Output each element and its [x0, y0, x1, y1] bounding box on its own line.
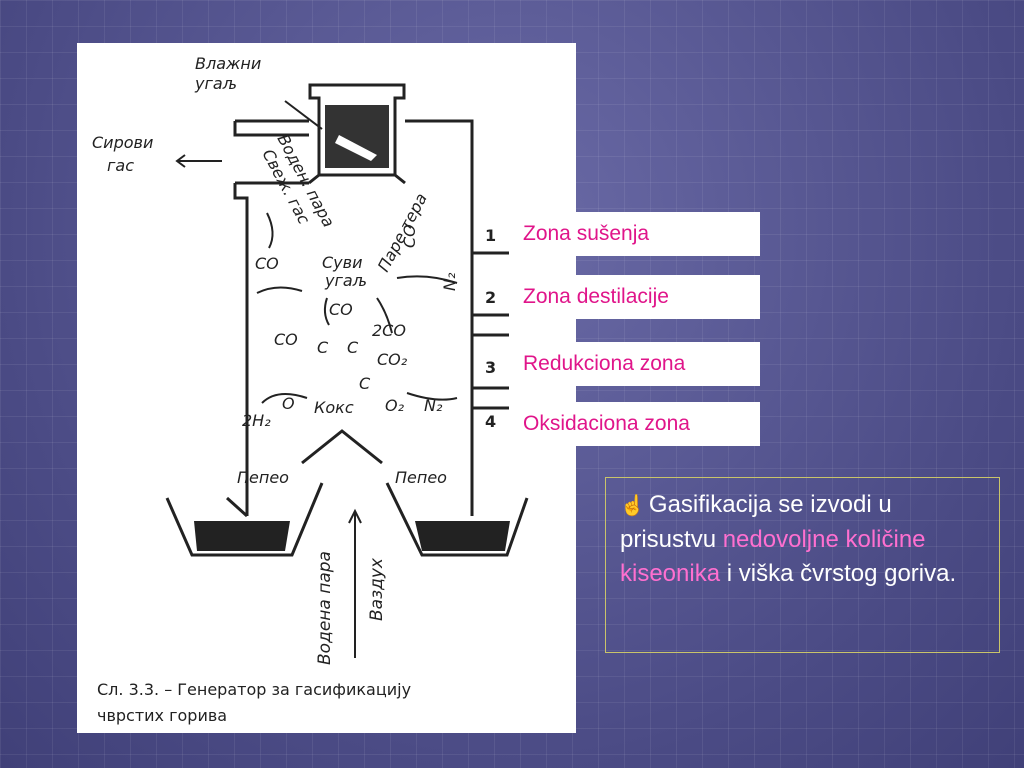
zone-label-distillation: Zona destilacije — [515, 275, 760, 319]
label-pepeo-2: Пепео — [395, 468, 447, 487]
label-vlazni: Влажни — [195, 54, 261, 73]
label-o2: O₂ — [385, 396, 405, 415]
label-o: O — [282, 394, 295, 413]
note-text-highlight: nedovoljne količine kiseonika — [620, 526, 926, 587]
label-koks: Кокс — [314, 398, 354, 417]
label-co2-gas: CO₂ — [377, 350, 408, 369]
zone-label-reduction: Redukciona zona — [515, 342, 760, 386]
label-n2-a: N₂ — [440, 272, 459, 291]
zone-number-3: 3 — [485, 358, 496, 377]
gasification-note: ☝Gasifikacija se izvodi u prisustvu nedo… — [605, 477, 1000, 653]
label-gas: гас — [107, 156, 134, 175]
label-co-4: CO — [400, 224, 419, 248]
zone-number-2: 2 — [485, 288, 496, 307]
label-sirovi: Сирови — [92, 133, 153, 152]
note-text-part1: Gasifikacija se izvodi u prisustvu — [620, 491, 892, 553]
label-c-2: C — [347, 338, 359, 357]
label-2h2: 2H₂ — [242, 411, 271, 430]
zone-number-1: 1 — [485, 226, 496, 245]
pointing-hand-icon: ☝ — [620, 495, 645, 517]
zone-number-4: 4 — [485, 412, 496, 431]
label-suvi: Суви — [322, 253, 362, 272]
label-co-2: CO — [329, 300, 353, 319]
gasifier-diagram: Влажни угаљ Сирови гас Воден. пара Свеж.… — [92, 54, 529, 725]
label-c-3: C — [359, 374, 371, 393]
label-vazduh: Ваздух — [367, 557, 387, 621]
label-co-1: CO — [255, 254, 279, 273]
label-co-3: CO — [274, 330, 298, 349]
label-n2-b: N₂ — [424, 396, 443, 415]
figure-caption-line2: чврстих горива — [97, 706, 227, 725]
note-text-part2: i viška čvrstog goriva. — [720, 560, 957, 587]
label-c-1: C — [317, 338, 329, 357]
zone-label-drying: Zona sušenja — [515, 212, 760, 256]
figure-caption-line1: Сл. 3.3. – Генератор за гасификацију — [97, 680, 411, 699]
label-ugalj-2: угаљ — [324, 271, 367, 290]
gasifier-figure: Влажни угаљ Сирови гас Воден. пара Свеж.… — [77, 43, 576, 733]
label-pepeo-1: Пепео — [237, 468, 289, 487]
zone-label-oxidation: Oksidaciona zona — [515, 402, 760, 446]
label-ugalj: угаљ — [194, 74, 237, 93]
label-2co: 2CO — [372, 321, 406, 340]
label-vodena-para: Водена пара — [315, 551, 335, 665]
